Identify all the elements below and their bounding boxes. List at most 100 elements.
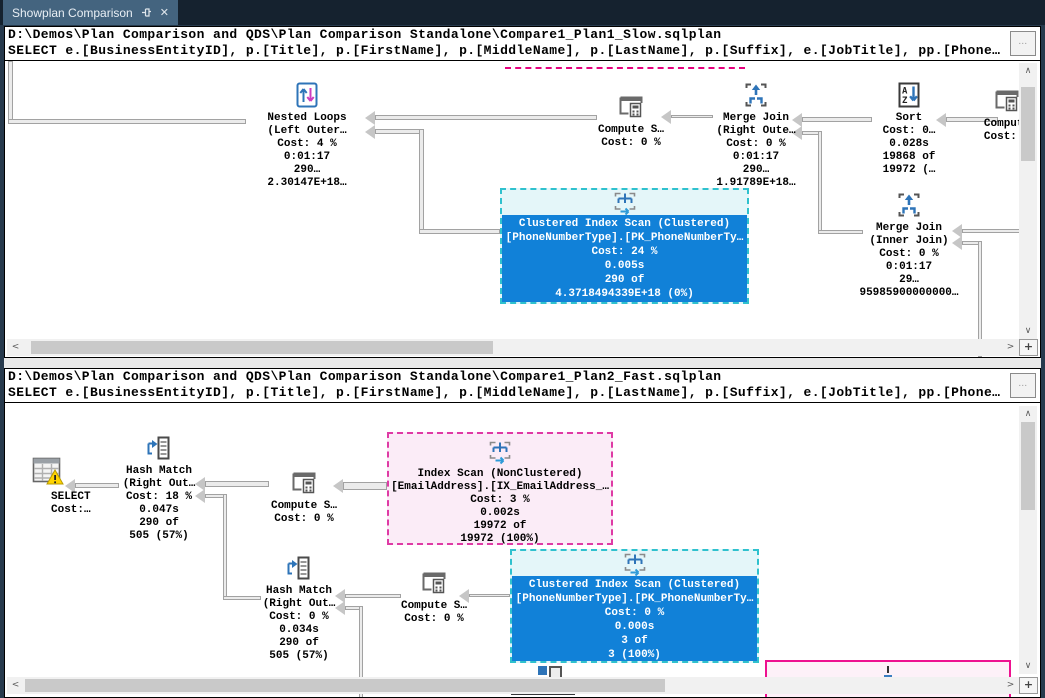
- arrowhead-icon: [952, 236, 962, 250]
- node-text-lines: Compute S…Cost: 0 %: [219, 500, 389, 526]
- plan-node-compute-scalar-2[interactable]: Compute S…Cost: 0 %: [349, 569, 519, 626]
- node-text: 505 (57%): [269, 650, 329, 662]
- arrowhead-icon: [661, 109, 671, 124]
- vertical-scrollbar[interactable]: ∧ ∨: [1019, 406, 1037, 674]
- plan-connector: [205, 481, 269, 487]
- node-text: Compute S…: [597, 124, 664, 136]
- node-icon-area: [512, 551, 757, 576]
- node-text: Cost:…: [51, 504, 91, 516]
- index-scan-icon: [611, 190, 639, 216]
- header-options-button[interactable]: …: [1010, 31, 1036, 56]
- node-text: Cost: 4 %: [277, 138, 337, 150]
- node-text: 4.3718494339E+18 (0%): [555, 288, 694, 300]
- compute-scalar-icon: [922, 87, 1040, 115]
- plan-node-compute-scalar-1[interactable]: Compute S…Cost: 0 %: [546, 93, 716, 150]
- node-stats: Clustered Index Scan (Clustered)[PhoneNu…: [512, 576, 757, 661]
- plan-node-index-scan-email[interactable]: Index Scan (NonClustered)[EmailAddress].…: [387, 432, 613, 545]
- select-warn-icon: [5, 456, 134, 488]
- plan-node-compute-scalar-1[interactable]: Compute S…Cost: 0 %: [219, 469, 389, 526]
- compute-scalar-icon: [349, 569, 519, 597]
- plan-connector: [469, 594, 510, 597]
- node-text: Compute: [983, 118, 1031, 130]
- node-text: Cost: 0 %: [601, 137, 661, 149]
- plan-connector: [802, 117, 872, 122]
- vertical-scroll-thumb[interactable]: [1021, 422, 1035, 510]
- header-options-button[interactable]: …: [1010, 373, 1036, 398]
- plan-connector: [8, 61, 13, 123]
- node-text: 95985900000000…: [859, 287, 959, 299]
- plan-node-nested-loops[interactable]: Nested Loops(Left Outer…Cost: 4 %0:01:17…: [222, 81, 392, 190]
- scroll-left-button[interactable]: <: [7, 339, 24, 356]
- node-text: 505 (57%): [129, 530, 189, 542]
- partial-node-icon: [538, 666, 547, 675]
- node-text: 1.91789E+18…: [716, 177, 796, 189]
- node-icon-area: [389, 434, 611, 468]
- node-text: 0.028s: [889, 138, 929, 150]
- horizontal-scroll-thumb[interactable]: [25, 679, 665, 692]
- node-text: 19972 (100%): [460, 533, 540, 545]
- node-text: Hash Match: [125, 465, 192, 477]
- close-icon[interactable]: ✕: [159, 7, 169, 19]
- node-text: [PhoneNumberType].[PK_PhoneNumberTy…: [505, 232, 744, 244]
- scroll-left-button[interactable]: <: [7, 677, 24, 694]
- node-text-lines: Compute S…Cost: 0 %: [546, 124, 716, 150]
- arrowhead-icon: [459, 588, 469, 603]
- zoom-plus-button[interactable]: +: [1019, 339, 1038, 356]
- scroll-down-button[interactable]: ∨: [1019, 658, 1037, 674]
- scroll-right-button[interactable]: >: [1002, 677, 1019, 694]
- scroll-up-button[interactable]: ∧: [1019, 406, 1037, 422]
- plan-node-clustered-index-scan[interactable]: Clustered Index Scan (Clustered)[PhoneNu…: [510, 549, 759, 663]
- plan-canvas-slow[interactable]: Nested Loops(Left Outer…Cost: 4 %0:01:17…: [5, 61, 1040, 357]
- node-text: 290 of: [604, 274, 645, 286]
- arrowhead-icon: [936, 112, 946, 127]
- node-text: Cost: 0…: [882, 125, 936, 137]
- scroll-down-button[interactable]: ∨: [1019, 323, 1037, 339]
- plan-file-path: D:\Demos\Plan Comparison and QDS\Plan Co…: [8, 27, 722, 42]
- node-text: [EmailAddress].[IX_EmailAddress_…: [391, 481, 609, 493]
- node-text: 290…: [742, 164, 770, 176]
- plan-node-clustered-index-scan[interactable]: Clustered Index Scan (Clustered)[PhoneNu…: [500, 188, 749, 304]
- plan-connector: [8, 119, 246, 124]
- node-stats: Index Scan (NonClustered)[EmailAddress].…: [389, 468, 611, 546]
- arrowhead-icon: [333, 479, 343, 493]
- node-text: 0.047s: [139, 504, 179, 516]
- tab-showplan-comparison[interactable]: Showplan Comparison ✕: [3, 0, 178, 25]
- node-text: Cost: 3 %: [470, 494, 530, 506]
- plan-query-text: SELECT e.[BusinessEntityID], p.[Title], …: [8, 385, 1001, 400]
- plan-header-slow: D:\Demos\Plan Comparison and QDS\Plan Co…: [5, 27, 1040, 61]
- horizontal-scrollbar[interactable]: < >: [7, 677, 1019, 694]
- node-text: 29…: [899, 274, 919, 286]
- scroll-right-button[interactable]: >: [1002, 339, 1019, 356]
- zoom-plus-button[interactable]: +: [1019, 677, 1038, 694]
- node-text: Cost: 0 %: [604, 607, 665, 619]
- plan-connector: [223, 596, 261, 600]
- merge-join-icon: [671, 81, 841, 109]
- horizontal-scrollbar[interactable]: < >: [7, 339, 1019, 356]
- vertical-scrollbar[interactable]: ∧ ∨: [1019, 63, 1037, 339]
- node-text: Hash Match: [265, 585, 332, 597]
- node-text: 19972 of: [473, 520, 527, 532]
- pane-splitter[interactable]: [4, 358, 1041, 368]
- vertical-scroll-thumb[interactable]: [1021, 87, 1035, 161]
- plan-connector: [946, 117, 998, 122]
- scroll-up-button[interactable]: ∧: [1019, 63, 1037, 79]
- arrowhead-icon: [335, 601, 345, 615]
- node-text-lines: Compute S…Cost: 0 %: [349, 600, 519, 626]
- node-text: (Left Outer…: [267, 125, 347, 137]
- pin-icon[interactable]: [141, 7, 152, 18]
- horizontal-scroll-thumb[interactable]: [31, 341, 493, 354]
- node-text: Merge Join: [875, 222, 942, 234]
- node-text: (Right Out…: [122, 478, 196, 490]
